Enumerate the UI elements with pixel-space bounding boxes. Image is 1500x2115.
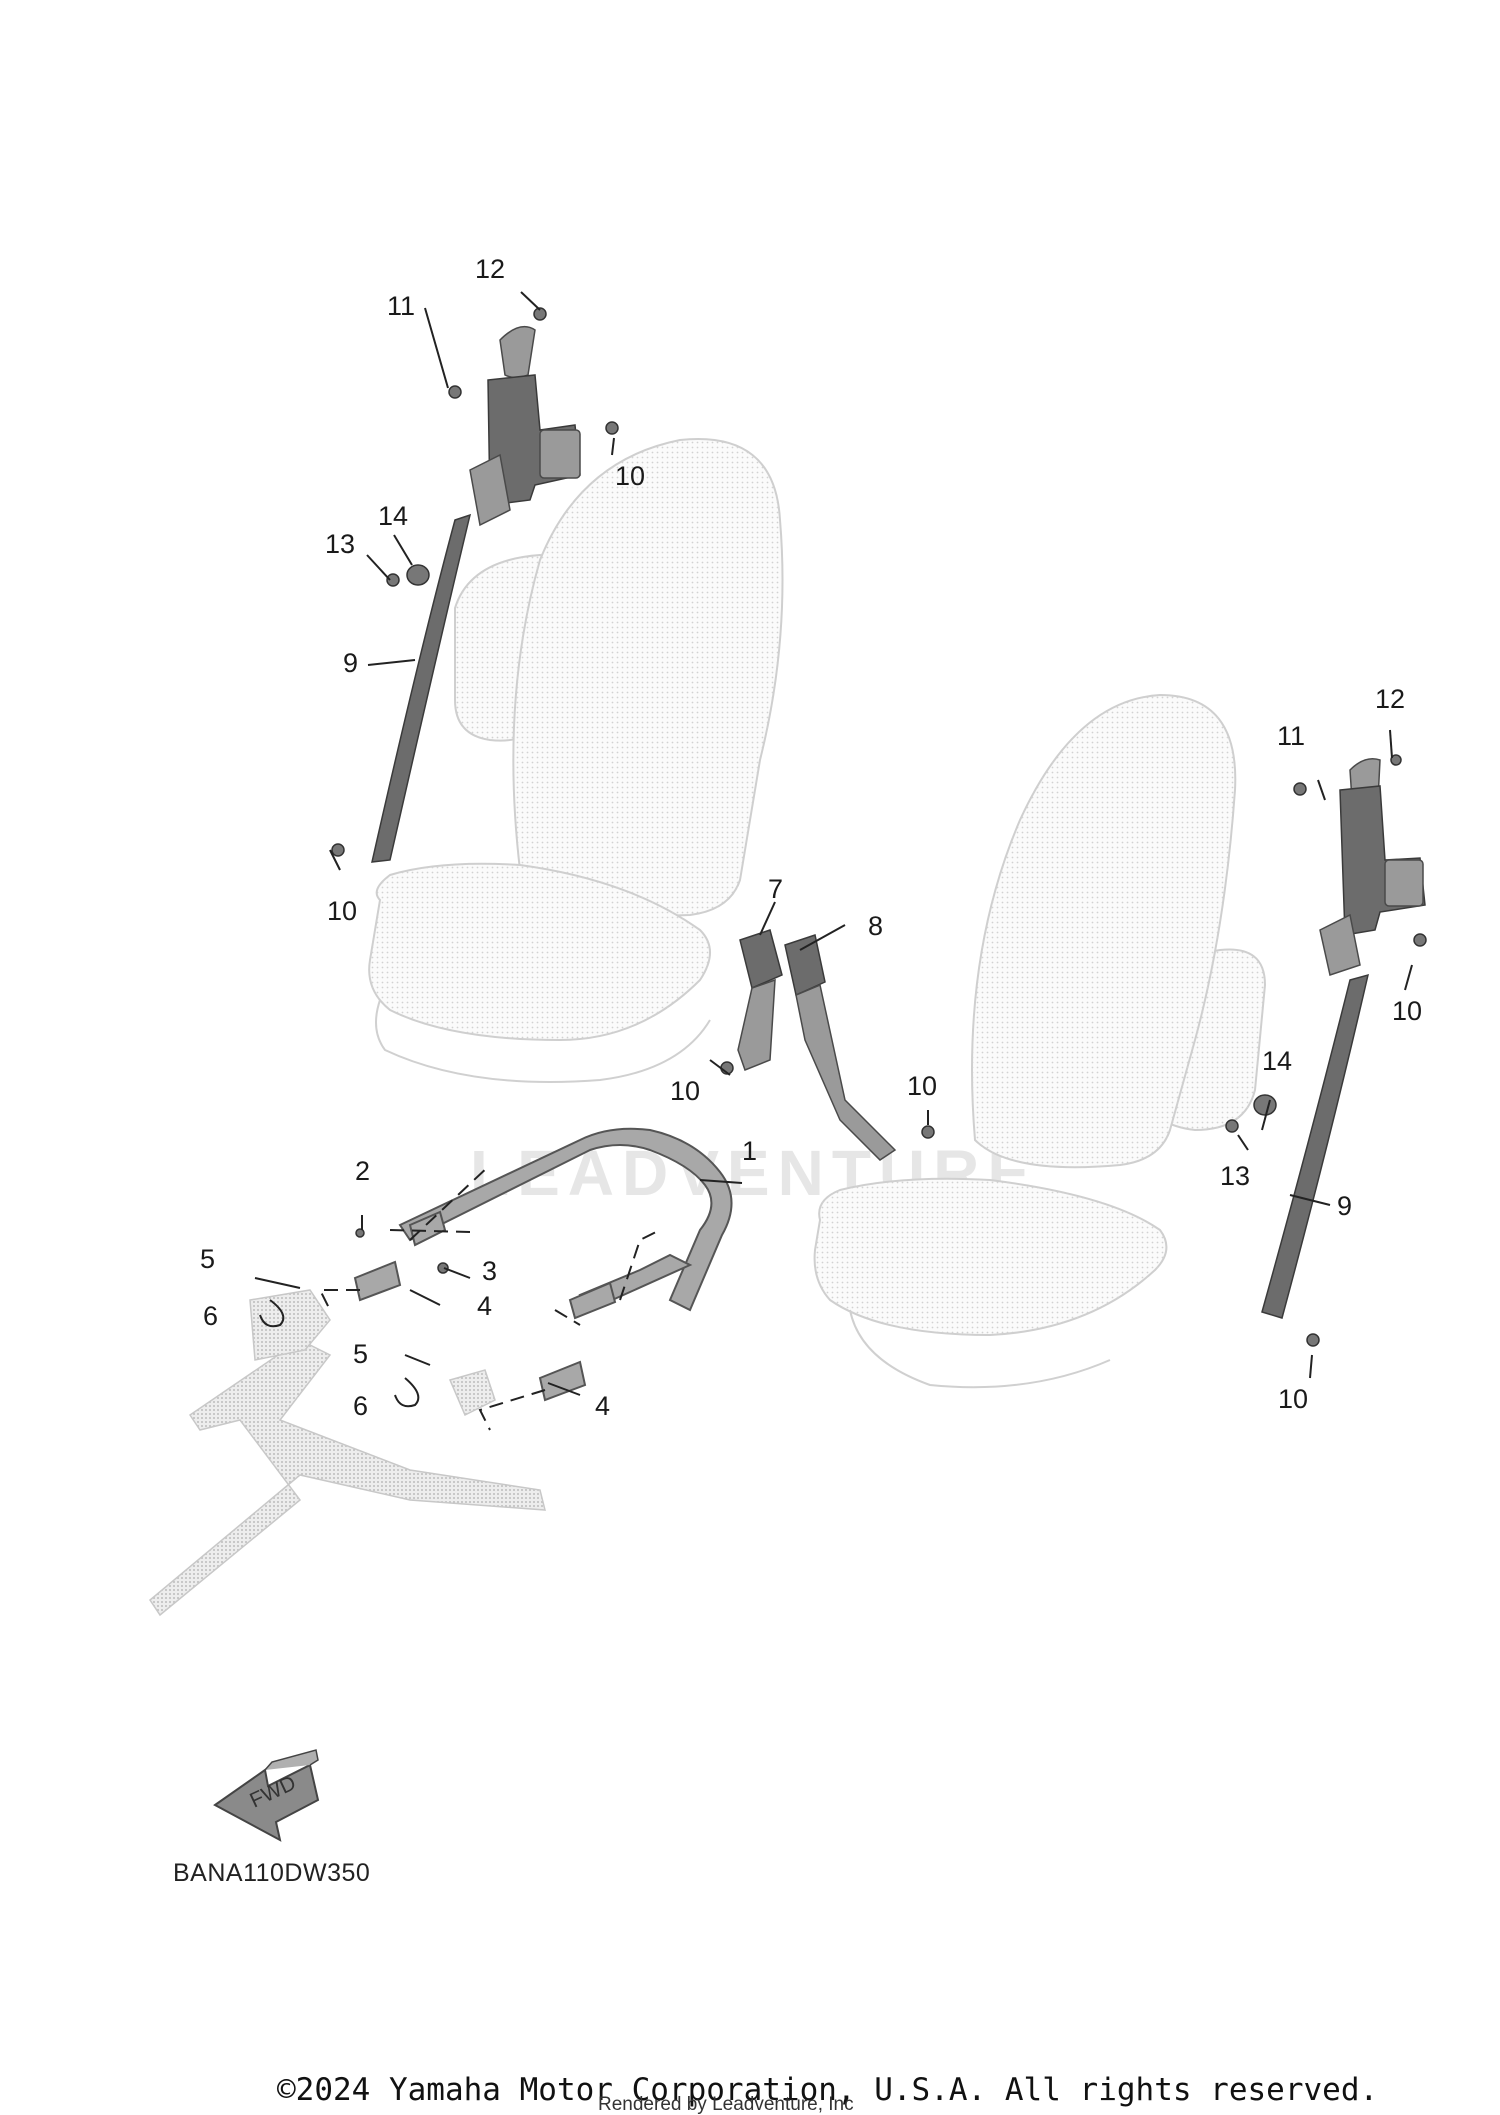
callout-5b: 5: [353, 1339, 368, 1369]
callout-14a: 14: [378, 501, 408, 531]
callout-3: 3: [482, 1256, 497, 1286]
callout-6a: 6: [203, 1301, 218, 1331]
callout-10b: 10: [327, 896, 357, 926]
rendered-by-notice: Rendered by Leadventure, Inc: [598, 2094, 854, 2115]
callout-12b: 12: [1375, 684, 1405, 714]
callout-4b: 4: [595, 1391, 610, 1421]
left-seat: [368, 438, 784, 1083]
callout-11b: 11: [1277, 721, 1305, 751]
callout-5a: 5: [200, 1244, 215, 1274]
callout-6b: 6: [353, 1391, 368, 1421]
callout-9a: 9: [343, 648, 358, 678]
callout-11a: 11: [387, 291, 415, 321]
callout-14b: 14: [1262, 1046, 1292, 1076]
callout-9b: 9: [1337, 1191, 1352, 1221]
callout-12a: 12: [475, 254, 505, 284]
copyright-notice: ©2024 Yamaha Motor Corporation, U.S.A. A…: [277, 2072, 1378, 2108]
leader-lines: [329, 291, 1413, 1396]
callout-10e: 10: [1392, 996, 1422, 1026]
callout-8: 8: [868, 911, 883, 941]
left-seat-belt: [331, 307, 619, 863]
diagram-code: BANA110DW350: [173, 1859, 370, 1887]
callout-10a: 10: [615, 461, 645, 491]
right-seat: [813, 693, 1267, 1389]
forward-arrow-icon: FWD: [213, 1749, 320, 1842]
callout-13a: 13: [325, 529, 355, 559]
callout-4a: 4: [477, 1291, 492, 1321]
grab-bar-assembly: [149, 1127, 733, 1617]
callout-10c: 10: [670, 1076, 700, 1106]
right-seat-belt: [1225, 754, 1427, 1347]
callout-7: 7: [768, 874, 783, 904]
callout-1: 1: [742, 1136, 757, 1166]
callout-labels: 1 2 3 4 4 5 5 6 6 7 8 9 9 10 10 10 10 10…: [200, 254, 1422, 1421]
callout-2: 2: [355, 1156, 370, 1186]
callout-13b: 13: [1220, 1161, 1250, 1191]
callout-10f: 10: [1278, 1384, 1308, 1414]
callout-10d: 10: [907, 1071, 937, 1101]
center-buckles: [720, 929, 935, 1161]
